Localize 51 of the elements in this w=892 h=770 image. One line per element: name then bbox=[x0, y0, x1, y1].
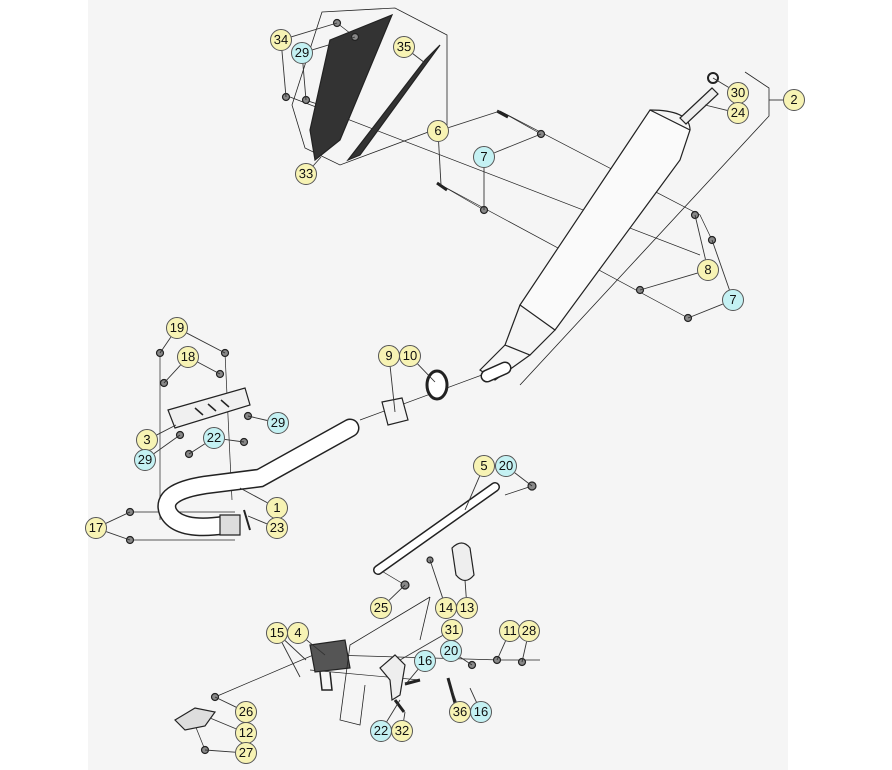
leader-line bbox=[214, 696, 237, 708]
leader-line bbox=[640, 272, 698, 290]
leader-line bbox=[494, 134, 542, 154]
leader-line bbox=[522, 641, 528, 662]
leader-line bbox=[388, 584, 406, 601]
leader-line bbox=[412, 53, 426, 64]
leader-line bbox=[302, 64, 306, 100]
leader-line bbox=[470, 688, 477, 702]
leader-line bbox=[284, 640, 306, 660]
leader-line bbox=[386, 700, 400, 722]
leader-line bbox=[390, 366, 396, 412]
leader-line bbox=[210, 718, 236, 730]
callout-number: 2 bbox=[783, 89, 805, 111]
leader-line bbox=[164, 364, 181, 384]
leader-line bbox=[282, 50, 286, 98]
leader-line bbox=[496, 640, 506, 660]
leader-line bbox=[712, 240, 730, 290]
leader-line bbox=[688, 304, 724, 318]
leader-line bbox=[291, 22, 338, 38]
leader-line bbox=[452, 690, 457, 702]
leader-line bbox=[106, 512, 130, 524]
leader-line bbox=[417, 363, 436, 382]
leader-line bbox=[312, 36, 356, 50]
leader-line bbox=[204, 750, 236, 753]
leader-line bbox=[404, 669, 418, 686]
leader-line bbox=[224, 439, 244, 442]
leader-line bbox=[712, 78, 730, 88]
leader-line bbox=[306, 640, 326, 656]
leader-line bbox=[448, 110, 500, 128]
leader-line bbox=[400, 635, 443, 660]
leader-line bbox=[154, 434, 180, 454]
leader-line bbox=[248, 516, 268, 524]
leader-line bbox=[197, 362, 220, 374]
leader-line bbox=[156, 424, 176, 436]
leader-line bbox=[312, 156, 322, 166]
leader-line bbox=[514, 472, 532, 486]
leader-line bbox=[430, 560, 443, 598]
leader-line bbox=[464, 476, 480, 510]
leader-line bbox=[186, 332, 226, 354]
leader-line bbox=[240, 488, 268, 504]
leader-line bbox=[188, 443, 206, 454]
leader-line bbox=[106, 531, 130, 540]
leader-line bbox=[160, 336, 172, 354]
leader-line bbox=[248, 416, 268, 421]
leader-line bbox=[464, 580, 467, 598]
leader-line bbox=[704, 104, 728, 111]
leader-line bbox=[694, 214, 706, 260]
leader-line bbox=[403, 712, 406, 721]
leader-line bbox=[282, 642, 300, 678]
leader-line bbox=[460, 656, 472, 666]
leader-line bbox=[438, 142, 442, 186]
